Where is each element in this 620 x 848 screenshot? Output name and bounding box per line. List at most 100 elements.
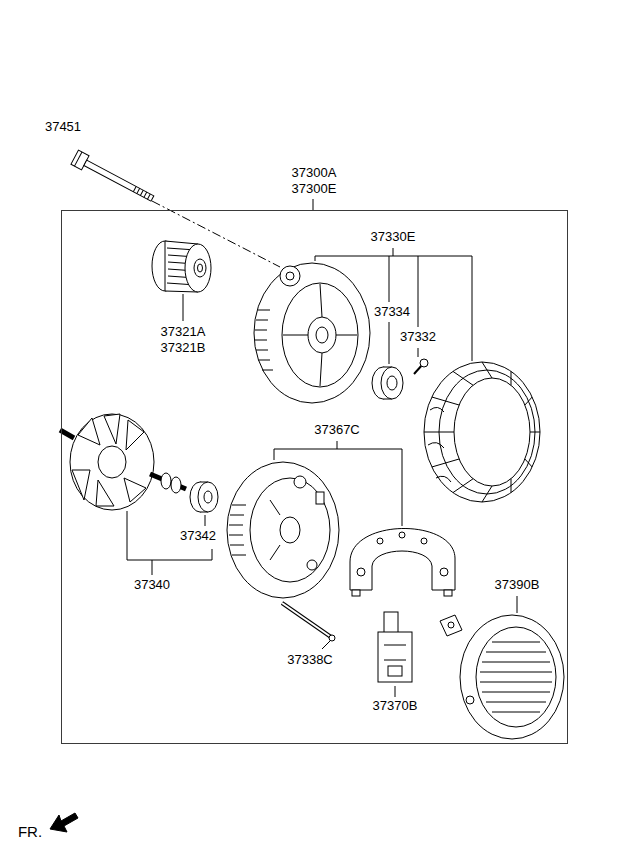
rectifier [377,538,383,544]
leader-lines [389,322,390,364]
leader-lines [212,549,213,560]
front-housing [320,353,322,386]
rotor [70,414,154,510]
front-housing [258,310,270,311]
screw [420,359,428,367]
stator [424,362,540,502]
regulator [384,660,406,661]
stator [454,378,530,486]
front-housing [283,335,308,336]
stator [432,397,459,405]
leader-lines [402,449,403,526]
callout-number: 37340 [134,577,170,593]
rear-cover [480,672,552,673]
rectifier [399,532,405,538]
leader-lines [389,256,390,302]
leader-lines [127,560,212,561]
pulley [198,264,203,272]
regulator [378,632,412,682]
long-bolt [140,190,143,195]
long-bolt [74,152,82,166]
through-bolt [329,635,335,641]
stator [482,362,492,378]
front-housing [255,340,267,341]
rear-housing [270,500,280,515]
rotor [60,430,74,438]
long-bolt [147,194,150,199]
rotor [78,418,100,445]
leader-lines [274,449,275,460]
pulley [185,244,211,292]
stator [530,432,540,433]
front-housing [336,335,357,336]
rear-housing [250,478,330,582]
pulley [152,241,211,292]
rear-housing [227,462,339,598]
rear-housing [230,515,244,516]
front-housing [256,320,268,321]
callout-number: 37338C [287,652,333,668]
rear-housing [232,555,246,556]
front-housing [282,283,358,387]
screw [414,359,428,374]
rear-housing [316,492,324,504]
direction-label: FR. [18,823,42,841]
long-bolt [144,192,147,197]
rear-bearing [204,491,212,503]
rectifier [421,538,427,544]
regulator [388,666,402,676]
rear-cover [486,652,546,653]
stator [424,432,454,433]
rear-housing [229,525,243,526]
front-housing [254,263,370,403]
leader-lines [315,256,472,257]
rectifier [350,528,455,590]
rear-housing [280,517,300,543]
leader-lines [127,511,128,560]
rear-cover [492,642,540,643]
front-housing [320,284,322,317]
rear-housing [270,545,280,560]
callout-number: 37367C [314,422,360,438]
leader-lines [274,449,402,450]
terminal-clip [440,615,462,636]
rear-housing [227,462,339,598]
long-bolt [137,188,140,193]
rear-housing [232,505,246,506]
leader-lines [418,256,419,327]
stator [453,479,473,493]
stator [432,459,459,467]
rotor [60,414,186,510]
leader-lines [472,256,473,361]
front-arrow [50,813,78,832]
through-bolt [282,603,331,637]
stator [424,362,540,502]
through-bolt [282,603,331,637]
stator [482,486,492,502]
front-housing [308,317,336,353]
through-bolt [282,603,335,641]
front-housing [258,360,270,361]
stator [525,459,532,467]
front-housing [256,350,268,351]
leader-lines [205,515,206,526]
stator [525,397,532,405]
long-bolt [84,160,154,201]
regulator [378,612,412,682]
rear-cover [486,702,546,703]
leader-lines [152,560,153,575]
rear-housing [230,545,244,546]
regulator [384,645,406,646]
terminal-clip [448,622,454,628]
stator [453,371,473,385]
front-housing [286,272,294,280]
front-housing [262,370,273,371]
rotor [171,477,181,493]
alternator-illustration [50,150,564,832]
stator [428,407,451,482]
rear-cover [482,692,550,693]
rear-housing [294,476,306,488]
callout-number: 37370B [373,698,418,714]
leader-lines [418,348,419,357]
